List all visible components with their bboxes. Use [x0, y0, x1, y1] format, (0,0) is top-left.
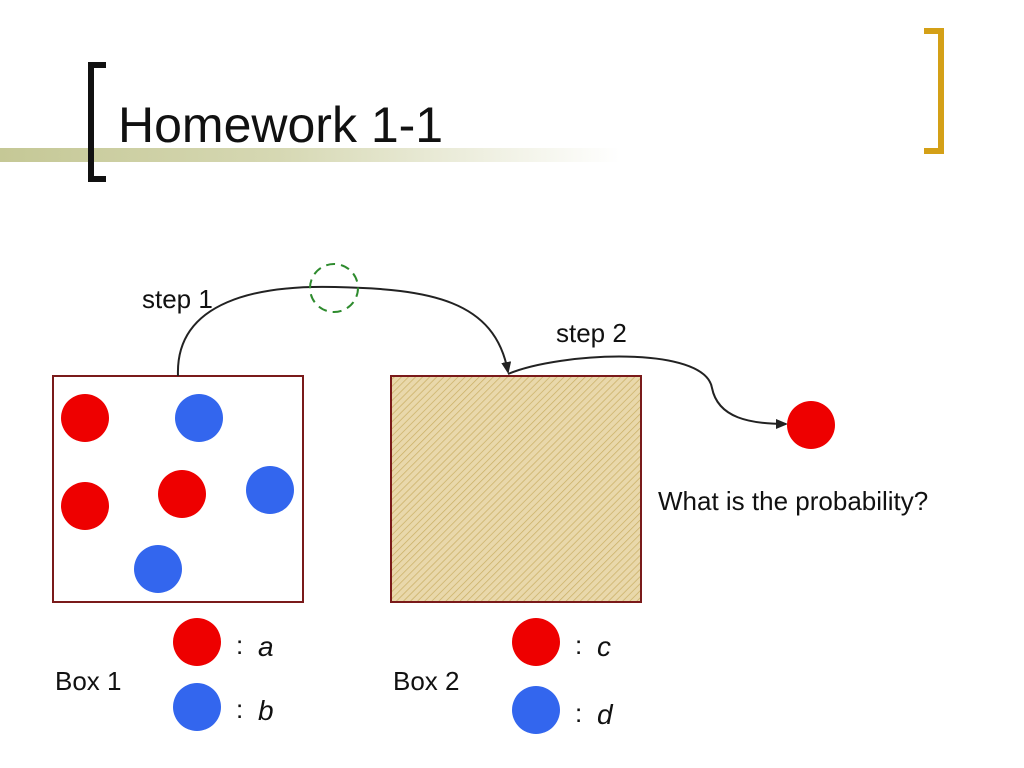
box-2-legend-separator-d: :	[575, 698, 582, 728]
drawn-red-ball	[787, 401, 835, 449]
slide-title: Homework 1-1	[118, 97, 444, 153]
box-2-legend-red-ball	[512, 618, 560, 666]
box-1-legend-blue-ball	[173, 683, 221, 731]
box-1-blue-ball	[246, 466, 294, 514]
box-2	[390, 375, 642, 603]
left-bracket-decoration	[88, 62, 106, 182]
step-2-arrow	[507, 355, 788, 429]
step-1-arrow	[176, 285, 512, 377]
box-2-legend-separator-c: :	[575, 630, 582, 660]
step-2-label: step 2	[556, 318, 627, 348]
box-2-legend-symbol-c: c	[597, 631, 611, 662]
probability-question: What is the probability?	[658, 486, 928, 516]
box-1-legend-red-ball	[173, 618, 221, 666]
right-bracket-decoration	[924, 28, 944, 154]
box-1-legend-separator-b: :	[236, 694, 243, 724]
box-1-legend-separator-a: :	[236, 630, 243, 660]
dashed-highlight-circle	[309, 263, 359, 313]
box-2-label: Box 2	[393, 666, 460, 696]
box-1-blue-ball	[134, 545, 182, 593]
box-1-red-ball	[61, 394, 109, 442]
box-2-legend-blue-ball	[512, 686, 560, 734]
box-1-blue-ball	[175, 394, 223, 442]
title-underline-bar	[0, 148, 620, 162]
box-1-red-ball	[61, 482, 109, 530]
box-1-legend-symbol-b: b	[258, 695, 274, 726]
box-1-red-ball	[158, 470, 206, 518]
box-1-label: Box 1	[55, 666, 122, 696]
box-1-legend-symbol-a: a	[258, 631, 274, 662]
box-2-legend-symbol-d: d	[597, 699, 614, 730]
step-1-label: step 1	[142, 284, 213, 314]
